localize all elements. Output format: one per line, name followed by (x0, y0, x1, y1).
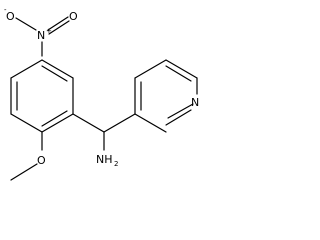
benzene-bond-1 (41, 59, 74, 79)
amine-subscript: 2 (114, 160, 118, 168)
chemical-structure: O - N + O O NH 2 (4, 6, 199, 181)
benzene-double-inner-2 (41, 110, 68, 127)
methoxy-group: O (10, 131, 46, 181)
pyridine-bond-2 (134, 59, 167, 79)
pyridine-bond-5 (165, 109, 192, 126)
benzene-bond-6 (10, 59, 43, 79)
methoxy-oxygen-label: O (37, 154, 46, 167)
benzene-double-inner-1 (41, 65, 68, 82)
nitro-nitrogen-charge: + (46, 27, 52, 35)
benzene-bond-4 (10, 113, 43, 133)
nitro-group: O - N + O (4, 6, 78, 57)
pyridine-ring: N (134, 59, 199, 133)
pyridine-bond-6 (134, 113, 167, 133)
nitro-nitrogen-label: N (37, 29, 45, 42)
nitro-oxygen-single-label: O (6, 10, 15, 23)
pyridine-double-inner-2 (165, 65, 192, 82)
central-carbon: NH 2 (72, 113, 136, 168)
pyridine-bond-3 (165, 59, 198, 79)
bond-nitro-o-single (15, 17, 37, 31)
amine-label: NH (96, 153, 113, 166)
bond-methoxy-o-methyl (10, 163, 38, 181)
bond-central-pyridine (103, 113, 136, 133)
pyridine-bond-5b (167, 103, 194, 119)
bond-benzene-central (72, 113, 105, 133)
nitro-oxygen-charge: - (4, 6, 7, 14)
bond-nitro-o-double-b (48, 20, 70, 35)
pyridine-nitrogen-label: N (191, 96, 199, 109)
benzene-bond-3 (41, 113, 74, 133)
benzene-ring (10, 59, 74, 133)
nitro-oxygen-double-label: O (69, 10, 78, 23)
bond-nitro-o-double-a (47, 16, 69, 31)
